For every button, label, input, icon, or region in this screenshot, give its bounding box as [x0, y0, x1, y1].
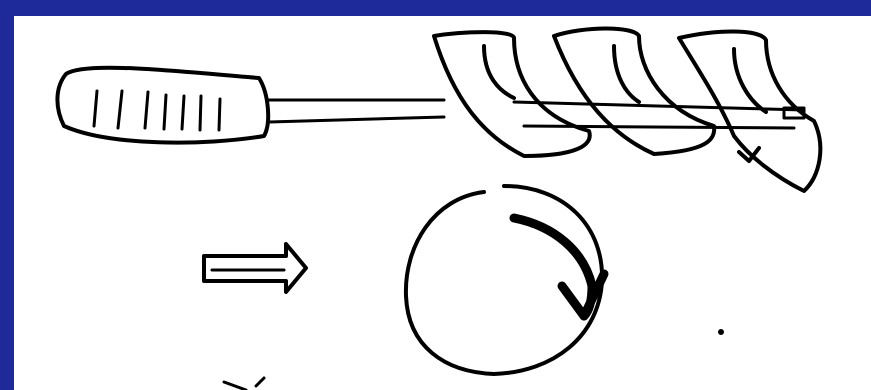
ink-dot: [718, 329, 724, 335]
helix-loop-1: [434, 32, 590, 156]
grip-line: [200, 96, 201, 130]
helix-inner-curve-1: [484, 46, 514, 98]
grip-line: [219, 99, 220, 130]
grip-line: [182, 96, 184, 129]
grip-line: [118, 91, 122, 128]
screwdriver-with-helix-icon: [57, 29, 820, 192]
helix-inner-curve-2: [614, 46, 639, 102]
right-arrow-icon: [204, 244, 306, 292]
grip-line: [164, 95, 166, 129]
hand-drawn-sketch: [14, 16, 871, 390]
sketch-canvas: [14, 16, 871, 390]
grip-line: [94, 91, 97, 126]
helix-inner-curve-3: [734, 49, 766, 112]
grip-line: [145, 92, 148, 128]
circle-outline: [406, 186, 602, 374]
shaft-bottom: [269, 117, 444, 122]
shaft-in-helix-bottom: [524, 126, 794, 128]
partial-stroke: [224, 382, 246, 390]
handle-outline: [57, 68, 268, 143]
helix-loop-2: [554, 29, 714, 155]
circular-rotation-arrow-icon: [406, 186, 604, 374]
partial-stroke: [256, 378, 264, 386]
rotation-arc: [514, 218, 592, 316]
